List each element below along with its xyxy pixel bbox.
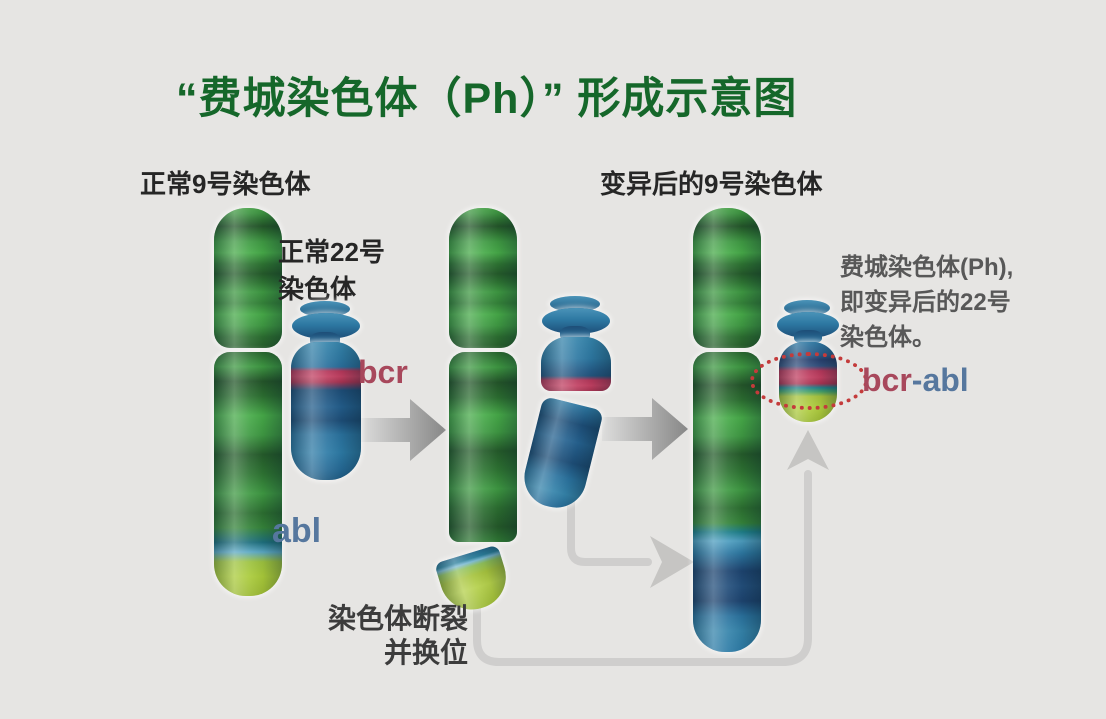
chr9-broken-bottom-arm xyxy=(449,352,517,542)
label-bcr-abl-bcr: bcr xyxy=(862,362,912,398)
chr22-fragment-body-with-bcr-band xyxy=(541,337,611,391)
label-chr22-normal-line1: 正常22号 xyxy=(278,237,385,267)
label-chr22-normal-line2: 染色体 xyxy=(278,274,357,304)
label-bcr: bcr xyxy=(358,354,408,390)
ph-centromere xyxy=(794,330,822,344)
bcr-abl-fusion-circle-icon xyxy=(750,352,868,410)
label-bcr-abl: bcr-abl xyxy=(862,362,969,399)
label-chr22-normal: 正常22号 染色体 xyxy=(278,234,385,308)
label-bcr-abl-dash: - xyxy=(911,362,923,398)
page-title: “费城染色体（Ph）” 形成示意图 xyxy=(176,75,798,123)
label-ph-description: 费城染色体(Ph), 即变异后的22号 染色体。 xyxy=(840,250,1013,355)
label-break-line1: 染色体断裂 xyxy=(327,603,468,634)
chr9-mutated-top-arm xyxy=(693,208,761,348)
path-22-fragment-arrowhead-icon xyxy=(650,536,694,588)
chr9-normal-bottom-arm xyxy=(214,352,282,596)
label-break: 染色体断裂 并换位 xyxy=(318,602,468,670)
label-ph-line2: 即变异后的22号 xyxy=(840,289,1011,316)
label-chr9-mutated: 变异后的9号染色体 xyxy=(600,169,823,199)
chr9-broken-top-arm xyxy=(449,208,517,348)
chr9-mutated-bottom-arm-with-22q xyxy=(693,352,761,652)
label-break-line2: 并换位 xyxy=(383,637,468,668)
label-ph-line3: 染色体。 xyxy=(840,324,936,351)
chr22-normal-body-with-bcr-band xyxy=(291,342,361,480)
label-bcr-abl-abl: abl xyxy=(922,362,969,398)
step-arrow-2-icon xyxy=(602,398,688,460)
label-chr9-normal: 正常9号染色体 xyxy=(140,169,311,199)
label-ph-line1: 费城染色体(Ph), xyxy=(840,254,1014,281)
path-abl-fragment-to-ph xyxy=(473,470,812,666)
path-abl-fragment-arrowhead-icon xyxy=(787,430,829,470)
chr9-normal-top-arm xyxy=(214,208,282,348)
label-abl: abl xyxy=(272,512,322,550)
path-22-fragment-to-chr9 xyxy=(567,494,652,566)
step-arrow-1-icon xyxy=(360,399,446,461)
